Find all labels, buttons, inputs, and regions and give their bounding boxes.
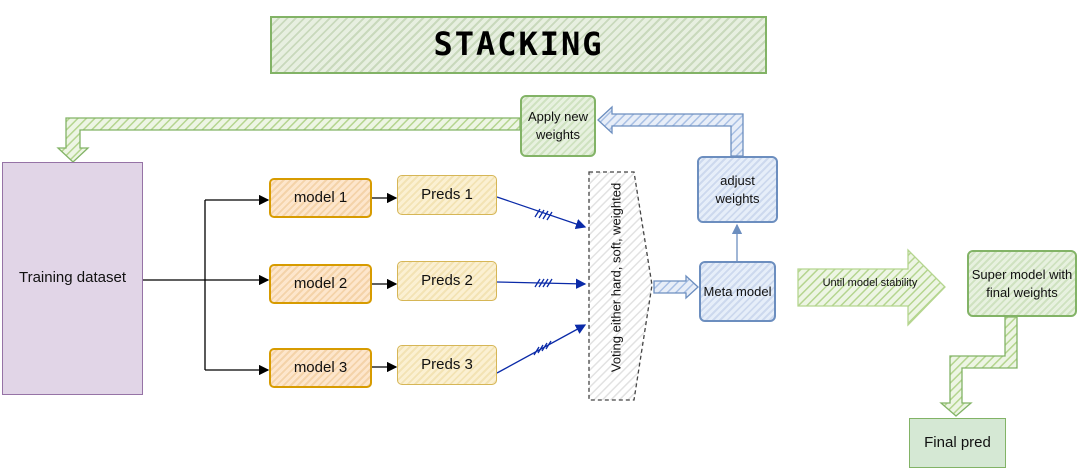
title-banner: STACKING bbox=[270, 16, 767, 74]
final-pred-label: Final pred bbox=[924, 433, 991, 451]
preds-2-node: Preds 2 bbox=[397, 261, 497, 301]
diagram-title: STACKING bbox=[433, 25, 604, 64]
adjust-weights-label: adjust weights bbox=[715, 172, 760, 206]
adjust-to-apply-arrow bbox=[597, 105, 744, 157]
training-to-models-connectors bbox=[143, 194, 270, 376]
model-3-node: model 3 bbox=[269, 348, 372, 388]
super-model-node: Super model with final weights bbox=[967, 250, 1077, 317]
model-1-label: model 1 bbox=[293, 188, 348, 206]
adjust-weights-node: adjust weights bbox=[697, 156, 778, 223]
until-stability-arrow bbox=[797, 248, 946, 327]
preds-2-label: Preds 2 bbox=[421, 271, 473, 289]
preds-to-voting-connectors bbox=[496, 196, 587, 374]
apply-new-weights-node: Apply new weights bbox=[520, 95, 596, 157]
voting-shape bbox=[588, 171, 653, 401]
super-to-final-arrow bbox=[939, 316, 1018, 417]
model-3-label: model 3 bbox=[293, 358, 348, 376]
until-stability-label: Until model stability bbox=[822, 277, 918, 289]
preds-1-label: Preds 1 bbox=[421, 185, 473, 203]
meta-model-label: Meta model bbox=[703, 283, 772, 299]
preds-1-node: Preds 1 bbox=[397, 175, 497, 215]
model-1-node: model 1 bbox=[269, 178, 372, 218]
training-dataset-label: Training dataset bbox=[18, 269, 126, 287]
meta-model-node: Meta model bbox=[699, 261, 776, 322]
preds-3-label: Preds 3 bbox=[421, 355, 473, 373]
voting-label: Voting either hard, soft, weighted bbox=[608, 182, 624, 373]
preds-3-node: Preds 3 bbox=[397, 345, 497, 385]
apply-to-training-arrow bbox=[56, 117, 521, 163]
training-dataset-node: Training dataset bbox=[2, 162, 143, 395]
voting-to-meta-arrow bbox=[653, 274, 699, 300]
model-2-label: model 2 bbox=[293, 274, 348, 292]
final-pred-node: Final pred bbox=[909, 418, 1006, 468]
apply-new-weights-label: Apply new weights bbox=[528, 109, 588, 142]
models-to-preds-connectors bbox=[372, 192, 398, 373]
super-model-label: Super model with final weights bbox=[971, 266, 1073, 300]
model-2-node: model 2 bbox=[269, 264, 372, 304]
